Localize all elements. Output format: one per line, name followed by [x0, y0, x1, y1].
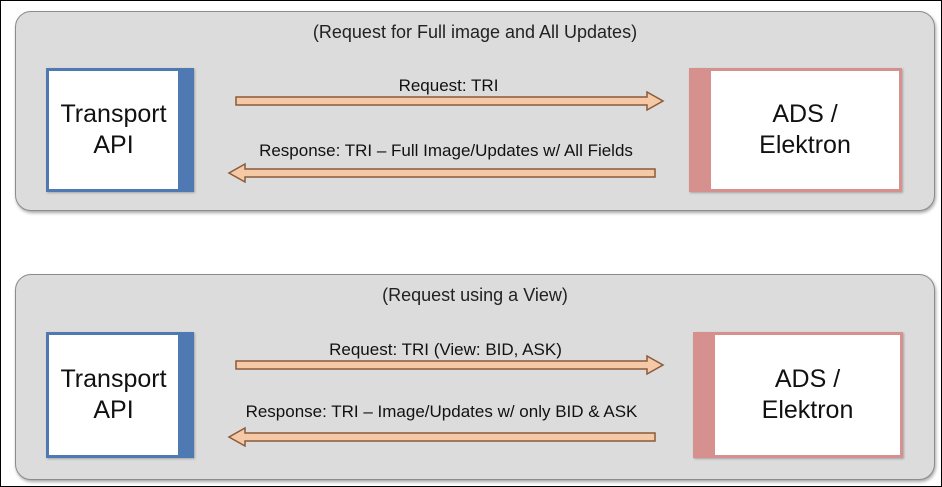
transport-api-box: Transport API: [46, 68, 194, 192]
transport-api-label-line2: API: [93, 131, 134, 159]
transport-api-label-line1: Transport: [60, 365, 167, 393]
ads-elektron-box: ADS / Elektron: [689, 68, 902, 192]
request-arrow: [235, 354, 665, 376]
ads-elektron-box: ADS / Elektron: [693, 332, 903, 458]
request-arrow-label: Request: TRI: [398, 76, 499, 95]
response-arrow: [227, 426, 656, 448]
transport-api-label-line1: Transport: [60, 100, 167, 128]
transport-api-label-line2: API: [93, 396, 134, 424]
response-arrow-label: Response: TRI – Image/Updates w/ only BI…: [245, 402, 638, 421]
ads-elektron-label-line2: Elektron: [761, 396, 854, 424]
request-arrow-label: Request: TRI (View: BID, ASK): [329, 340, 562, 359]
response-arrow: [227, 162, 656, 184]
response-arrow-label: Response: TRI – Full Image/Updates w/ Al…: [259, 141, 633, 160]
ads-elektron-label-line2: Elektron: [759, 131, 851, 159]
request-arrow: [235, 90, 665, 112]
ads-elektron-label-line1: ADS /: [772, 100, 838, 128]
transport-api-box: Transport API: [46, 332, 194, 458]
panel-title: (Request for Full image and All Updates): [312, 22, 638, 42]
ads-elektron-label-line1: ADS /: [774, 365, 841, 393]
panel-title: (Request using a View): [382, 285, 568, 305]
